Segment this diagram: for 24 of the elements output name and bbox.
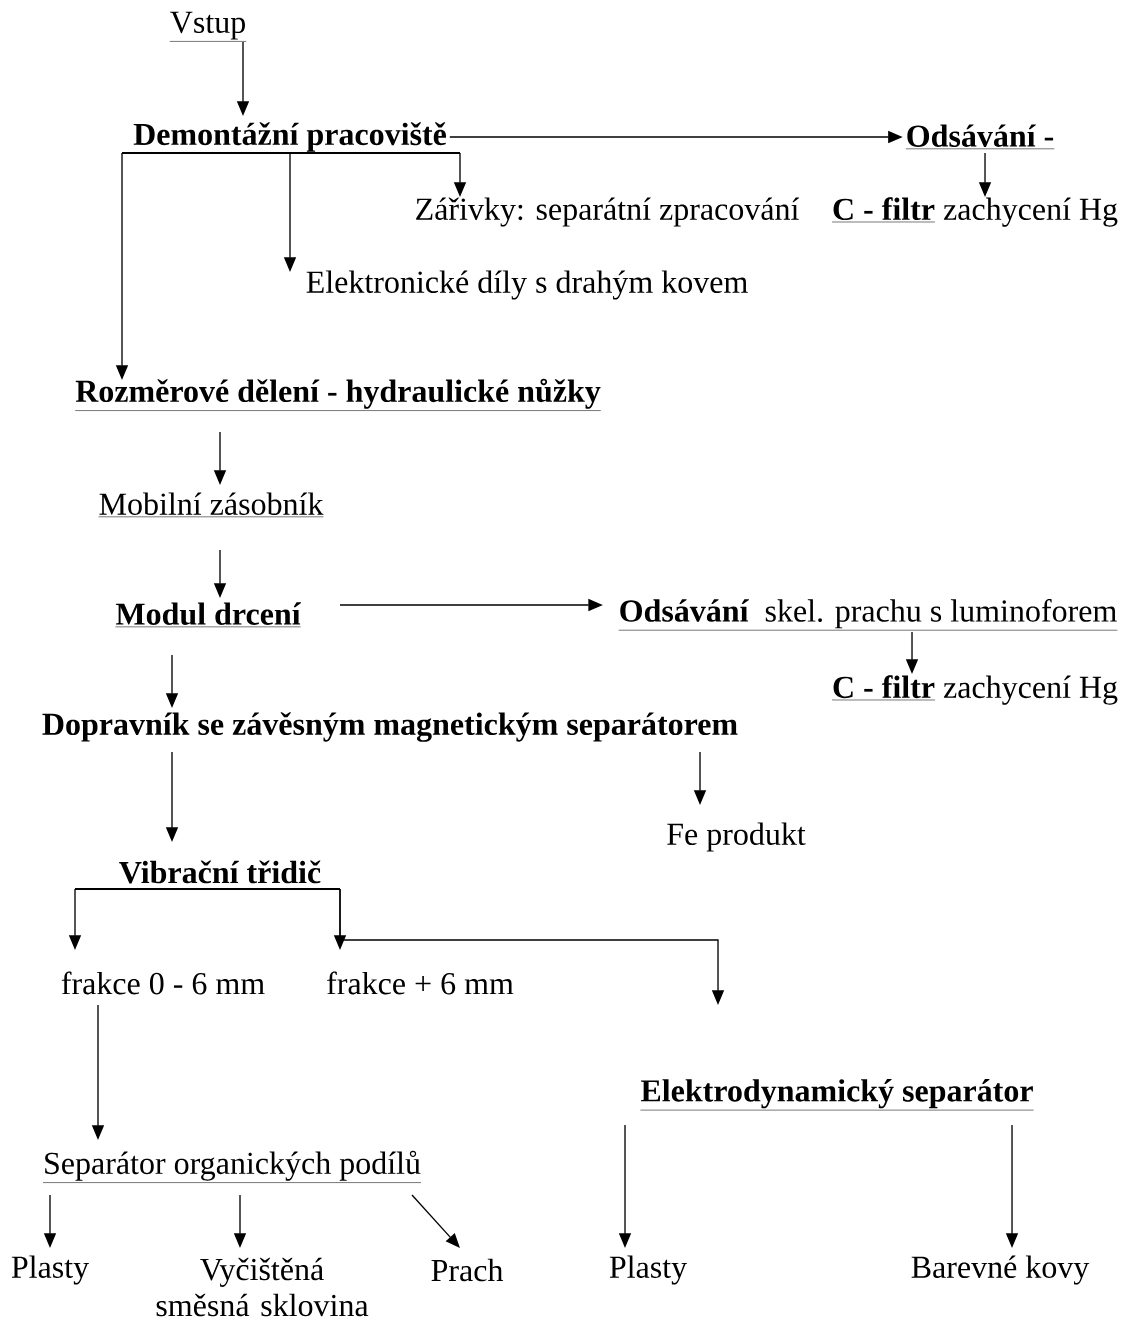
step-label: Separátor organických podílů xyxy=(42,1150,422,1183)
arrow xyxy=(411,1194,460,1248)
filter-label: C - filtr zachycení Hg xyxy=(831,197,1118,227)
filter-label: C - filtr zachycení Hg xyxy=(831,675,1118,705)
step-label: Dopravník se závěsným magnetickým separátorem xyxy=(42,712,738,742)
fraction-label: frakce 0 - 6 mm xyxy=(61,971,265,995)
output-label: Barevné kovy xyxy=(911,1255,1090,1285)
output-label: Elektronické díly s drahým kovem xyxy=(306,270,748,300)
output-label: Zářivky: separátní zpracování xyxy=(416,197,800,227)
step-label: Vibrační třidič xyxy=(119,860,321,884)
step-label: Odsávání - xyxy=(905,124,1055,150)
step-label: Vstup xyxy=(169,11,247,42)
output-label: Plasty xyxy=(11,1255,89,1285)
step-label: Mobilní zásobník xyxy=(98,492,324,518)
output-label: Prach xyxy=(431,1258,503,1282)
step-label: Rozměrové dělení - hydraulické nůžky xyxy=(74,378,602,411)
output-label: Vyčištěná směsná sklovina xyxy=(156,1257,369,1317)
step-label: Elektrodynamický separátor xyxy=(640,1079,1034,1111)
step-label: Modul drcení xyxy=(115,602,301,628)
step-label: Odsávání skel. prachu s luminoforem xyxy=(618,599,1118,631)
step-label: Demontážní pracoviště xyxy=(133,122,447,152)
output-label: Plasty xyxy=(609,1255,687,1285)
output-label: Fe produkt xyxy=(667,822,806,852)
fraction-label: frakce + 6 mm xyxy=(327,971,514,995)
